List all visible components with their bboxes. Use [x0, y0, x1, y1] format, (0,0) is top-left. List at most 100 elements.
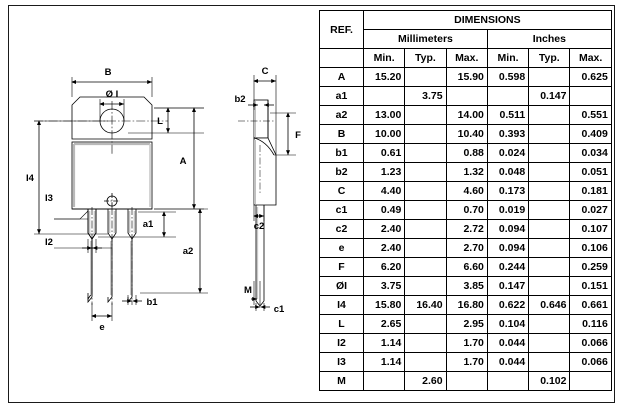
cell-in-max: 0.151	[569, 276, 612, 296]
cell-mm-min: 1.14	[362, 333, 406, 353]
dimension-a2	[140, 208, 208, 294]
cell-mm-max: 1.70	[445, 352, 488, 372]
cell-ref: M	[319, 371, 364, 391]
cell-in-min: 0.147	[486, 276, 530, 296]
front-view-leads	[87, 207, 137, 305]
side-view	[238, 99, 277, 307]
label-M: M	[244, 285, 252, 296]
cell-mm-typ	[404, 333, 447, 353]
label-A: A	[180, 156, 187, 167]
table-header-row-title: REF. DIMENSIONS	[319, 10, 612, 49]
cell-in-typ	[528, 333, 571, 353]
cell-in-max: 0.181	[569, 181, 612, 201]
page-border	[8, 5, 615, 403]
cell-mm-min: 2.65	[362, 314, 406, 334]
cell-in-min: 0.173	[486, 181, 530, 201]
dimension-F	[270, 112, 296, 156]
cell-ref: e	[319, 238, 364, 258]
cell-in-typ	[528, 352, 571, 372]
cell-mm-typ	[404, 314, 447, 334]
cell-mm-typ: 3.75	[404, 86, 447, 106]
cell-mm-max	[445, 86, 488, 106]
cell-mm-max: 14.00	[445, 105, 488, 125]
header-in-min: Min.	[486, 48, 530, 68]
label-a2: a2	[183, 246, 194, 257]
cell-ref: I2	[319, 333, 364, 353]
cell-in-max: 0.625	[569, 67, 612, 87]
cell-in-max	[569, 86, 612, 106]
cell-mm-typ	[404, 124, 447, 144]
cell-in-max: 0.106	[569, 238, 612, 258]
cell-ref: I4	[319, 295, 364, 315]
cell-mm-typ	[404, 352, 447, 372]
label-B: B	[105, 67, 112, 78]
dimension-C	[253, 75, 277, 155]
cell-ref: ØI	[319, 276, 364, 296]
cell-in-min: 0.044	[486, 333, 530, 353]
cell-ref: L	[319, 314, 364, 334]
cell-in-typ	[528, 105, 571, 125]
cell-mm-min: 6.20	[362, 257, 406, 277]
cell-mm-min	[362, 371, 406, 391]
label-a1: a1	[143, 219, 154, 230]
header-dimensions: DIMENSIONS	[363, 10, 612, 30]
cell-in-min: 0.019	[486, 200, 530, 220]
cell-mm-min: 1.23	[362, 162, 406, 182]
dimension-I2	[54, 239, 112, 253]
cell-mm-typ	[404, 67, 447, 87]
cell-mm-typ	[404, 257, 447, 277]
label-c2: c2	[254, 221, 265, 232]
cell-ref: c1	[319, 200, 364, 220]
cell-mm-min	[362, 86, 406, 106]
cell-in-typ	[528, 143, 571, 163]
cell-in-min	[486, 371, 530, 391]
cell-mm-typ	[404, 162, 447, 182]
header-ref: REF.	[319, 10, 364, 49]
cell-mm-min: 3.75	[362, 276, 406, 296]
label-I2: I2	[45, 237, 53, 248]
label-b1: b1	[146, 297, 158, 308]
cell-mm-max: 1.32	[445, 162, 488, 182]
cell-mm-typ	[404, 181, 447, 201]
cell-mm-min: 13.00	[362, 105, 406, 125]
cell-mm-min: 10.00	[362, 124, 406, 144]
cell-mm-max: 4.60	[445, 181, 488, 201]
cell-mm-min: 15.20	[362, 67, 406, 87]
cell-in-typ	[528, 314, 571, 334]
header-mm-typ: Typ.	[404, 48, 447, 68]
cell-mm-max: 0.70	[445, 200, 488, 220]
header-in-typ: Typ.	[528, 48, 571, 68]
dimensions-table: REF. DIMENSIONS Millimeters Inches Min. …	[319, 10, 612, 391]
dimension-I3	[54, 210, 89, 220]
package-outline-drawing: B Ø I L A I4 I3 I2 a1 a2 b1 e C b2 F c2 …	[8, 5, 318, 403]
cell-mm-typ	[404, 219, 447, 239]
cell-in-typ	[528, 219, 571, 239]
cell-in-max: 0.661	[569, 295, 612, 315]
cell-in-max: 0.066	[569, 352, 612, 372]
cell-mm-typ: 2.60	[404, 371, 447, 391]
label-I3: I3	[45, 193, 53, 204]
cell-mm-max: 15.90	[445, 67, 488, 87]
cell-in-max: 0.027	[569, 200, 612, 220]
cell-in-min: 0.622	[486, 295, 530, 315]
cell-mm-typ	[404, 238, 447, 258]
cell-in-max: 0.051	[569, 162, 612, 182]
cell-in-typ	[528, 181, 571, 201]
cell-mm-max: 0.88	[445, 143, 488, 163]
cell-in-typ	[528, 238, 571, 258]
label-I4: I4	[26, 173, 35, 184]
cell-ref: A	[319, 67, 364, 87]
cell-in-max: 0.066	[569, 333, 612, 353]
cell-mm-typ	[404, 105, 447, 125]
